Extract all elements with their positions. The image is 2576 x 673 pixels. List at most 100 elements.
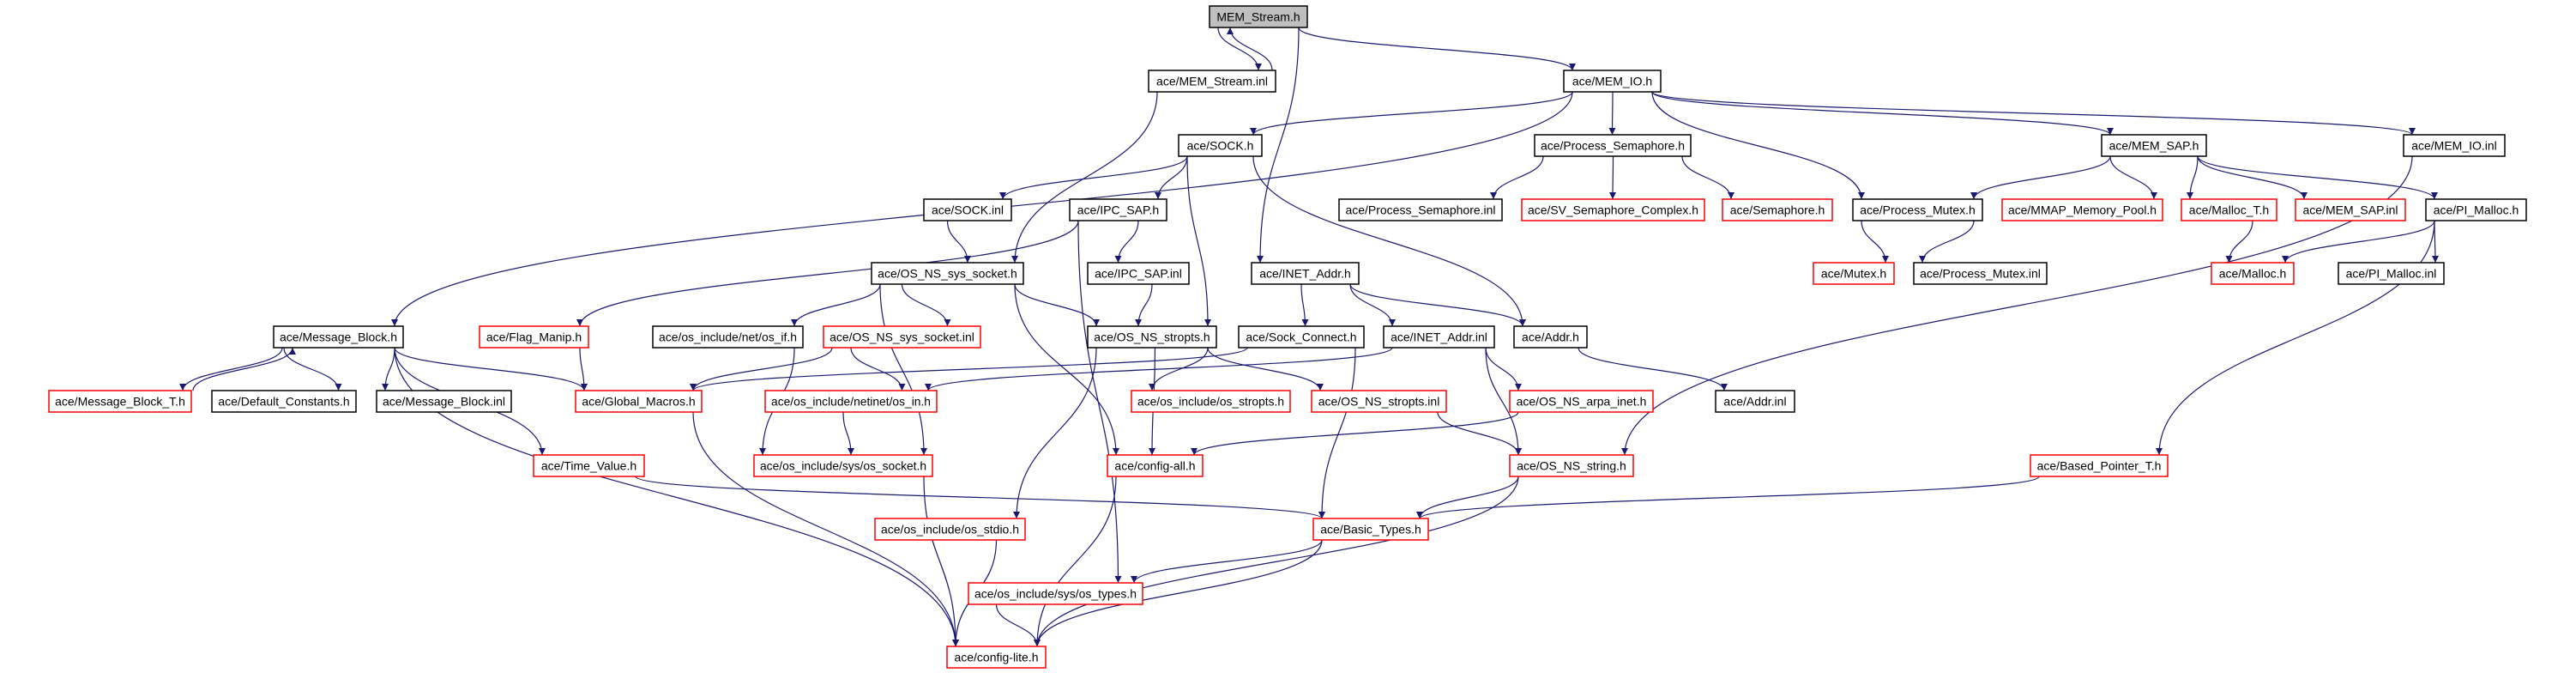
edge-mem-io-h-to-process-semaphore-h: [1608, 91, 1616, 136]
node-basic-types-h[interactable]: ace/Basic_Types.h: [1312, 518, 1429, 541]
node-sock-inl[interactable]: ace/SOCK.inl: [923, 198, 1012, 221]
node-box: [1178, 134, 1263, 157]
node-time-value-h[interactable]: ace/Time_Value.h: [533, 454, 645, 477]
node-label: ace/SOCK.inl: [932, 203, 1004, 217]
node-box: [2295, 198, 2406, 221]
node-label: ace/Based_Pointer_T.h: [2037, 459, 2162, 473]
node-box: [923, 198, 1012, 221]
node-config-all-h[interactable]: ace/config-all.h: [1107, 454, 1204, 477]
node-based-pointer-t-h[interactable]: ace/Based_Pointer_T.h: [2030, 454, 2169, 477]
node-addr-h[interactable]: ace/Addr.h: [1513, 325, 1588, 349]
node-label: ace/Malloc_T.h: [2189, 203, 2269, 217]
node-mem-stream-h[interactable]: MEM_Stream.h: [1209, 5, 1308, 28]
node-malloc-h[interactable]: ace/Malloc.h: [2211, 262, 2295, 285]
node-flag-manip-h[interactable]: ace/Flag_Manip.h: [479, 325, 589, 349]
edge-sock-h-to-os-ns-stropts-h: [1186, 155, 1211, 327]
node-message-block-inl[interactable]: ace/Message_Block.inl: [376, 390, 512, 413]
edge-inet-addr-h-to-sock-connect-h: [1300, 283, 1309, 327]
node-malloc-t-h[interactable]: ace/Malloc_T.h: [2181, 198, 2277, 221]
node-pi-malloc-h[interactable]: ace/PI_Malloc.h: [2425, 198, 2527, 221]
node-sock-connect-h[interactable]: ace/Sock_Connect.h: [1238, 325, 1365, 349]
node-sv-semaphore-complex-h[interactable]: ace/SV_Semaphore_Complex.h: [1521, 198, 1705, 221]
node-config-lite-h[interactable]: ace/config-lite.h: [946, 646, 1047, 669]
node-os-socket-h[interactable]: ace/os_include/sys/os_socket.h: [753, 454, 933, 477]
node-inet-addr-inl[interactable]: ace/INET_Addr.inl: [1383, 325, 1495, 349]
node-process-mutex-inl[interactable]: ace/Process_Mutex.inl: [1913, 262, 2048, 285]
node-process-semaphore-inl[interactable]: ace/Process_Semaphore.inl: [1338, 198, 1503, 221]
node-label: ace/Default_Constants.h: [218, 395, 349, 409]
node-global-macros-h[interactable]: ace/Global_Macros.h: [575, 390, 703, 413]
node-os-in-h[interactable]: ace/os_include/netinet/os_in.h: [764, 390, 938, 413]
edge-basic-types-h-to-os-types-h: [1131, 539, 1323, 584]
node-box: [1311, 390, 1447, 413]
node-label: MEM_Stream.h: [1216, 10, 1300, 24]
node-os-stropts-h[interactable]: ace/os_include/os_stropts.h: [1131, 390, 1291, 413]
node-box: [1209, 5, 1308, 28]
node-semaphore-h[interactable]: ace/Semaphore.h: [1722, 198, 1833, 221]
edge-mem-sap-h-to-mem-sap-inl: [2197, 155, 2308, 200]
node-box: [2030, 454, 2169, 477]
node-label: ace/MEM_IO.inl: [2411, 139, 2497, 153]
node-label: ace/os_include/netinet/os_in.h: [771, 395, 931, 409]
node-mutex-h[interactable]: ace/Mutex.h: [1813, 262, 1895, 285]
edge-message-block-h-to-message-block-inl: [382, 347, 395, 391]
edge-os-ns-arpa-inet-h-to-config-all-h: [1191, 411, 1519, 456]
edge-sock-h-to-addr-h: [1252, 155, 1526, 327]
node-os-ns-sys-socket-h[interactable]: ace/OS_NS_sys_socket.h: [871, 262, 1024, 285]
edge-process-semaphore-h-to-sv-semaphore-complex-h: [1609, 155, 1617, 200]
node-os-ns-stropts-inl[interactable]: ace/OS_NS_stropts.inl: [1311, 390, 1447, 413]
node-os-ns-sys-socket-inl[interactable]: ace/OS_NS_sys_socket.inl: [823, 325, 981, 349]
node-inet-addr-h[interactable]: ace/INET_Addr.h: [1251, 262, 1360, 285]
node-ipc-sap-inl[interactable]: ace/IPC_SAP.inl: [1087, 262, 1190, 285]
edge-os-types-h-to-config-lite-h: [995, 603, 1041, 647]
node-box: [1383, 325, 1495, 349]
node-label: ace/Mutex.h: [1821, 267, 1886, 281]
node-box: [2211, 262, 2295, 285]
node-os-if-h[interactable]: ace/os_include/net/os_if.h: [652, 325, 804, 349]
node-os-ns-string-h[interactable]: ace/OS_NS_string.h: [1509, 454, 1634, 477]
node-mmap-memory-pool-h[interactable]: ace/MMAP_Memory_Pool.h: [2001, 198, 2163, 221]
node-message-block-t-h[interactable]: ace/Message_Block_T.h: [48, 390, 192, 413]
node-os-ns-arpa-inet-h[interactable]: ace/OS_NS_arpa_inet.h: [1509, 390, 1654, 413]
node-addr-inl[interactable]: ace/Addr.inl: [1715, 390, 1795, 413]
node-ipc-sap-h[interactable]: ace/IPC_SAP.h: [1069, 198, 1167, 221]
edge-os-socket-h-to-config-lite-h: [923, 476, 959, 647]
nodes: MEM_Stream.h ace/MEM_Stream.inl ace/MEM_IO…: [48, 5, 2527, 669]
node-message-block-h[interactable]: ace/Message_Block.h: [273, 325, 404, 349]
edge-os-ns-sys-socket-h-to-config-all-h: [1014, 283, 1119, 456]
node-box: [479, 325, 589, 349]
node-mem-io-inl[interactable]: ace/MEM_IO.inl: [2403, 134, 2506, 157]
node-mem-io-h[interactable]: ace/MEM_IO.h: [1563, 70, 1662, 93]
node-os-types-h[interactable]: ace/os_include/sys/os_types.h: [968, 582, 1143, 605]
node-sock-h[interactable]: ace/SOCK.h: [1178, 134, 1263, 157]
node-os-stdio-h[interactable]: ace/os_include/os_stdio.h: [874, 518, 1026, 541]
node-default-constants-h[interactable]: ace/Default_Constants.h: [211, 390, 357, 413]
node-mem-stream-inl[interactable]: ace/MEM_Stream.inl: [1148, 70, 1276, 93]
node-box: [1131, 390, 1291, 413]
node-label: ace/Message_Block.inl: [383, 395, 505, 409]
edge-os-ns-string-h-to-config-lite-h: [1034, 476, 1519, 647]
node-label: ace/OS_NS_arpa_inet.h: [1517, 395, 1647, 409]
node-mem-sap-h[interactable]: ace/MEM_SAP.h: [2101, 134, 2207, 157]
node-label: ace/Process_Semaphore.inl: [1345, 203, 1495, 217]
node-box: [1813, 262, 1895, 285]
node-label: ace/os_include/sys/os_socket.h: [760, 459, 926, 473]
node-box: [1251, 262, 1360, 285]
node-process-semaphore-h[interactable]: ace/Process_Semaphore.h: [1534, 134, 1692, 157]
node-box: [1238, 325, 1365, 349]
node-process-mutex-h[interactable]: ace/Process_Mutex.h: [1852, 198, 1983, 221]
edge-ipc-sap-h-to-ipc-sap-inl: [1114, 220, 1139, 264]
node-label: ace/INET_Addr.h: [1259, 267, 1351, 281]
node-box: [1148, 70, 1276, 93]
edge-inet-addr-h-to-inet-addr-inl: [1349, 283, 1396, 327]
node-label: ace/MEM_Stream.inl: [1156, 75, 1268, 88]
node-pi-malloc-inl[interactable]: ace/PI_Malloc.inl: [2338, 262, 2445, 285]
edge-inet-addr-inl-to-os-in-h: [925, 347, 1393, 391]
edge-os-ns-sys-socket-inl-to-global-macros-h: [690, 347, 833, 391]
node-mem-sap-inl[interactable]: ace/MEM_SAP.inl: [2295, 198, 2406, 221]
edge-os-ns-sys-socket-h-to-os-socket-h: [879, 283, 927, 456]
node-box: [2403, 134, 2506, 157]
node-os-ns-stropts-h[interactable]: ace/OS_NS_stropts.h: [1087, 325, 1217, 349]
node-label: ace/Time_Value.h: [541, 459, 636, 473]
